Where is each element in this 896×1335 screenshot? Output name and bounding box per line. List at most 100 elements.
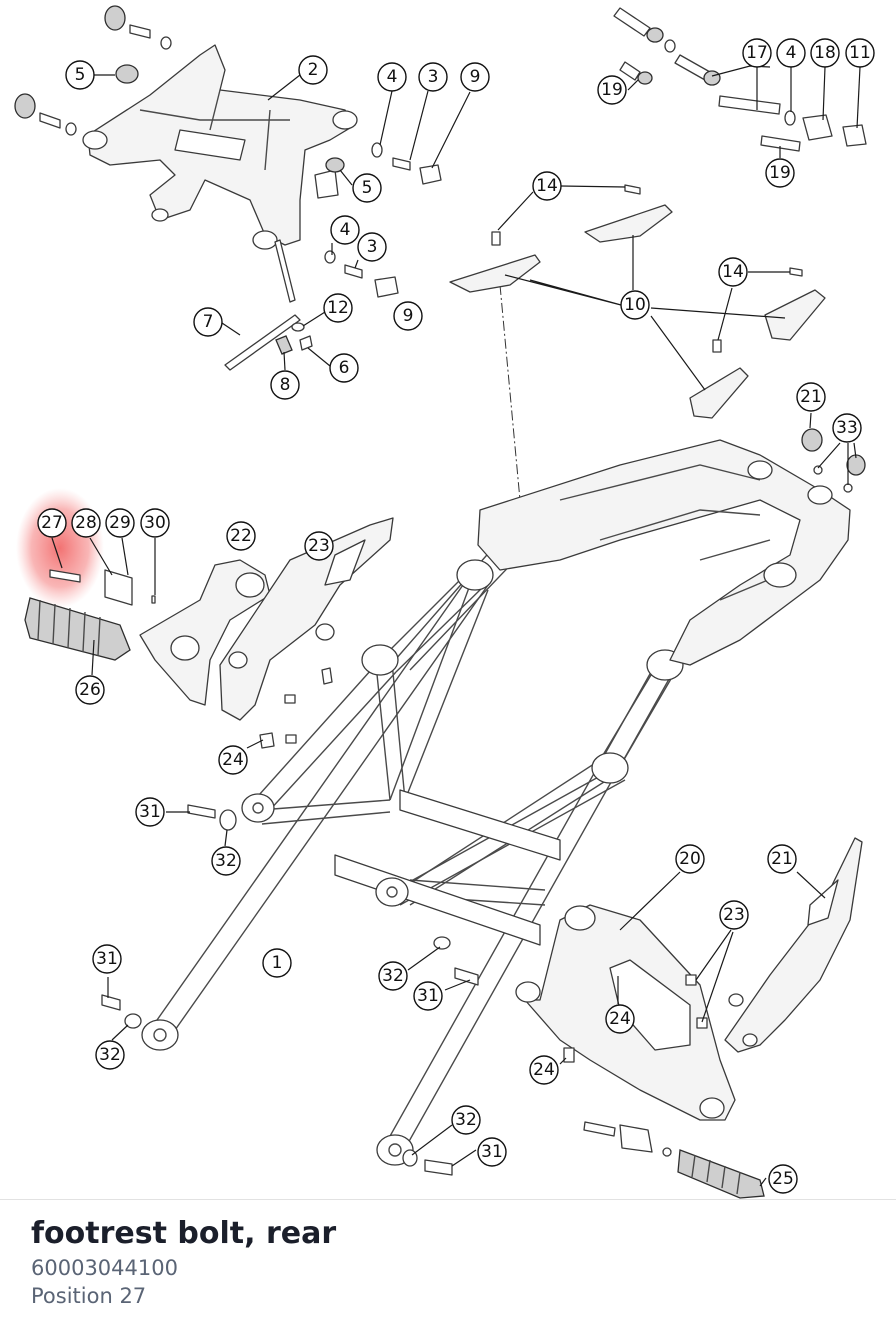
svg-text:31: 31 xyxy=(417,986,439,1006)
callout-10[interactable]: 10 xyxy=(620,290,650,320)
svg-text:24: 24 xyxy=(609,1009,631,1029)
svg-text:21: 21 xyxy=(800,387,822,407)
callout-16[interactable]: 17 xyxy=(742,38,772,68)
svg-text:19: 19 xyxy=(769,163,791,183)
left-footrest-assembly xyxy=(24,517,394,831)
svg-text:3: 3 xyxy=(367,237,378,257)
callout-2[interactable]: 2 xyxy=(298,55,328,85)
callout-4-c[interactable]: 4 xyxy=(776,38,806,68)
svg-text:30: 30 xyxy=(144,513,166,533)
callout-18-a[interactable]: 19 xyxy=(597,75,627,105)
svg-text:32: 32 xyxy=(382,966,404,986)
svg-text:26: 26 xyxy=(79,680,101,700)
callout-11[interactable]: 11 xyxy=(845,38,875,68)
svg-text:31: 31 xyxy=(481,1142,503,1162)
callout-12[interactable]: 12 xyxy=(323,293,353,323)
svg-text:23: 23 xyxy=(723,905,745,925)
highlight-position-27 xyxy=(16,488,104,608)
callout-15[interactable]: 21 xyxy=(796,382,826,412)
top-right-hardware xyxy=(613,7,867,152)
callout-3-b[interactable]: 3 xyxy=(357,232,387,262)
svg-text:32: 32 xyxy=(99,1045,121,1065)
svg-text:12: 12 xyxy=(327,298,349,318)
svg-text:9: 9 xyxy=(470,67,481,87)
callout-33[interactable]: 33 xyxy=(832,413,862,443)
svg-text:22: 22 xyxy=(230,526,252,546)
callout-3-a[interactable]: 3 xyxy=(418,62,448,92)
svg-text:31: 31 xyxy=(96,949,118,969)
callout-22[interactable]: 23 xyxy=(304,531,334,561)
covers-part-10 xyxy=(449,184,826,419)
callout-14-b[interactable]: 14 xyxy=(718,257,748,287)
callout-18-b[interactable]: 19 xyxy=(765,158,795,188)
svg-text:8: 8 xyxy=(280,375,291,395)
divider xyxy=(0,1199,896,1200)
grommets-parts-15-33 xyxy=(801,428,866,493)
callout-26[interactable]: 26 xyxy=(75,675,105,705)
front-bracket-part-2 xyxy=(82,44,358,250)
callout-1[interactable]: 1 xyxy=(262,948,292,978)
svg-text:10: 10 xyxy=(624,295,646,315)
callout-20[interactable]: 21 xyxy=(767,844,797,874)
callout-5-a[interactable]: 5 xyxy=(65,60,95,90)
svg-text:29: 29 xyxy=(109,513,131,533)
svg-text:32: 32 xyxy=(215,851,237,871)
svg-text:4: 4 xyxy=(387,67,398,87)
svg-text:17: 17 xyxy=(746,43,768,63)
callout-27[interactable]: 27 xyxy=(37,508,67,538)
callout-32-d[interactable]: 32 xyxy=(451,1105,481,1135)
svg-text:24: 24 xyxy=(533,1060,555,1080)
callout-32-a[interactable]: 32 xyxy=(211,846,241,876)
callout-6[interactable]: 6 xyxy=(329,353,359,383)
svg-text:6: 6 xyxy=(339,358,350,378)
callout-8[interactable]: 8 xyxy=(270,370,300,400)
svg-text:1: 1 xyxy=(272,953,283,973)
callout-28[interactable]: 28 xyxy=(71,508,101,538)
top-left-hardware xyxy=(14,5,442,298)
callout-9-b[interactable]: 9 xyxy=(393,301,423,331)
svg-text:4: 4 xyxy=(786,43,797,63)
svg-text:7: 7 xyxy=(203,312,214,332)
svg-text:14: 14 xyxy=(722,262,744,282)
callout-31-c[interactable]: 31 xyxy=(413,981,443,1011)
svg-text:27: 27 xyxy=(41,513,63,533)
callout-32-c[interactable]: 32 xyxy=(378,961,408,991)
svg-text:33: 33 xyxy=(836,418,858,438)
part-name: footrest bolt, rear xyxy=(31,1216,337,1251)
callout-9-a[interactable]: 9 xyxy=(460,62,490,92)
callout-21[interactable]: 22 xyxy=(226,521,256,551)
part-position: Position 27 xyxy=(31,1284,147,1308)
rod-and-spring-parts xyxy=(224,239,313,371)
callout-24-c[interactable]: 24 xyxy=(529,1055,559,1085)
callout-29[interactable]: 29 xyxy=(105,508,135,538)
callout-31-b[interactable]: 31 xyxy=(92,944,122,974)
callout-31-a[interactable]: 31 xyxy=(135,797,165,827)
svg-text:32: 32 xyxy=(455,1110,477,1130)
callout-4-b[interactable]: 4 xyxy=(330,215,360,245)
rear-frame-part-1 xyxy=(141,439,851,1166)
callout-25[interactable]: 25 xyxy=(768,1164,798,1194)
svg-text:19: 19 xyxy=(601,80,623,100)
callout-24-b[interactable]: 24 xyxy=(605,1004,635,1034)
callout-14-a[interactable]: 14 xyxy=(532,171,562,201)
callout-31-d[interactable]: 31 xyxy=(477,1137,507,1167)
svg-text:4: 4 xyxy=(340,220,351,240)
svg-text:18: 18 xyxy=(814,43,836,63)
part-number: 60003044100 xyxy=(31,1256,178,1280)
svg-text:31: 31 xyxy=(139,802,161,822)
callout-7[interactable]: 7 xyxy=(193,307,223,337)
part-info-panel: footrest bolt, rear 60003044100 Position… xyxy=(31,1214,336,1310)
callout-23[interactable]: 23 xyxy=(719,900,749,930)
callout-30[interactable]: 30 xyxy=(140,508,170,538)
callout-17[interactable]: 18 xyxy=(810,38,840,68)
callout-19[interactable]: 20 xyxy=(675,844,705,874)
svg-text:14: 14 xyxy=(536,176,558,196)
callout-32-b[interactable]: 32 xyxy=(95,1040,125,1070)
svg-text:20: 20 xyxy=(679,849,701,869)
callout-5-b[interactable]: 5 xyxy=(352,173,382,203)
svg-text:2: 2 xyxy=(308,60,319,80)
callout-24-a[interactable]: 24 xyxy=(218,745,248,775)
svg-text:9: 9 xyxy=(403,306,414,326)
callout-4-a[interactable]: 4 xyxy=(377,62,407,92)
svg-text:5: 5 xyxy=(362,178,373,198)
